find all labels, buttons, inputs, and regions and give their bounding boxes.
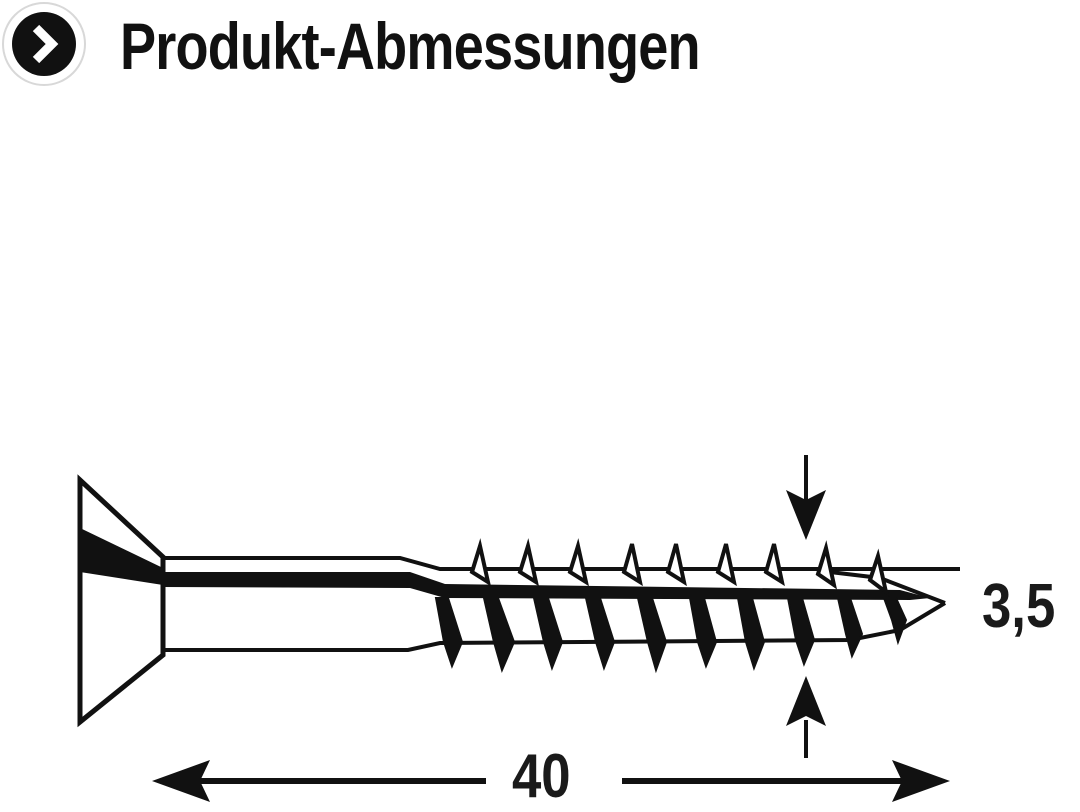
diameter-arrows [786, 455, 826, 758]
length-label: 40 [512, 742, 571, 811]
diameter-label: 3,5 [982, 572, 1056, 641]
screw-shank [163, 556, 960, 652]
screw-head [77, 474, 166, 728]
length-arrow [152, 760, 950, 802]
header: Produkt-Abmessungen [0, 0, 1080, 92]
chevron-badge [2, 2, 86, 86]
chevron-right-icon [12, 12, 76, 76]
page-title: Produkt-Abmessungen [120, 9, 701, 83]
screw-threads [434, 538, 908, 674]
